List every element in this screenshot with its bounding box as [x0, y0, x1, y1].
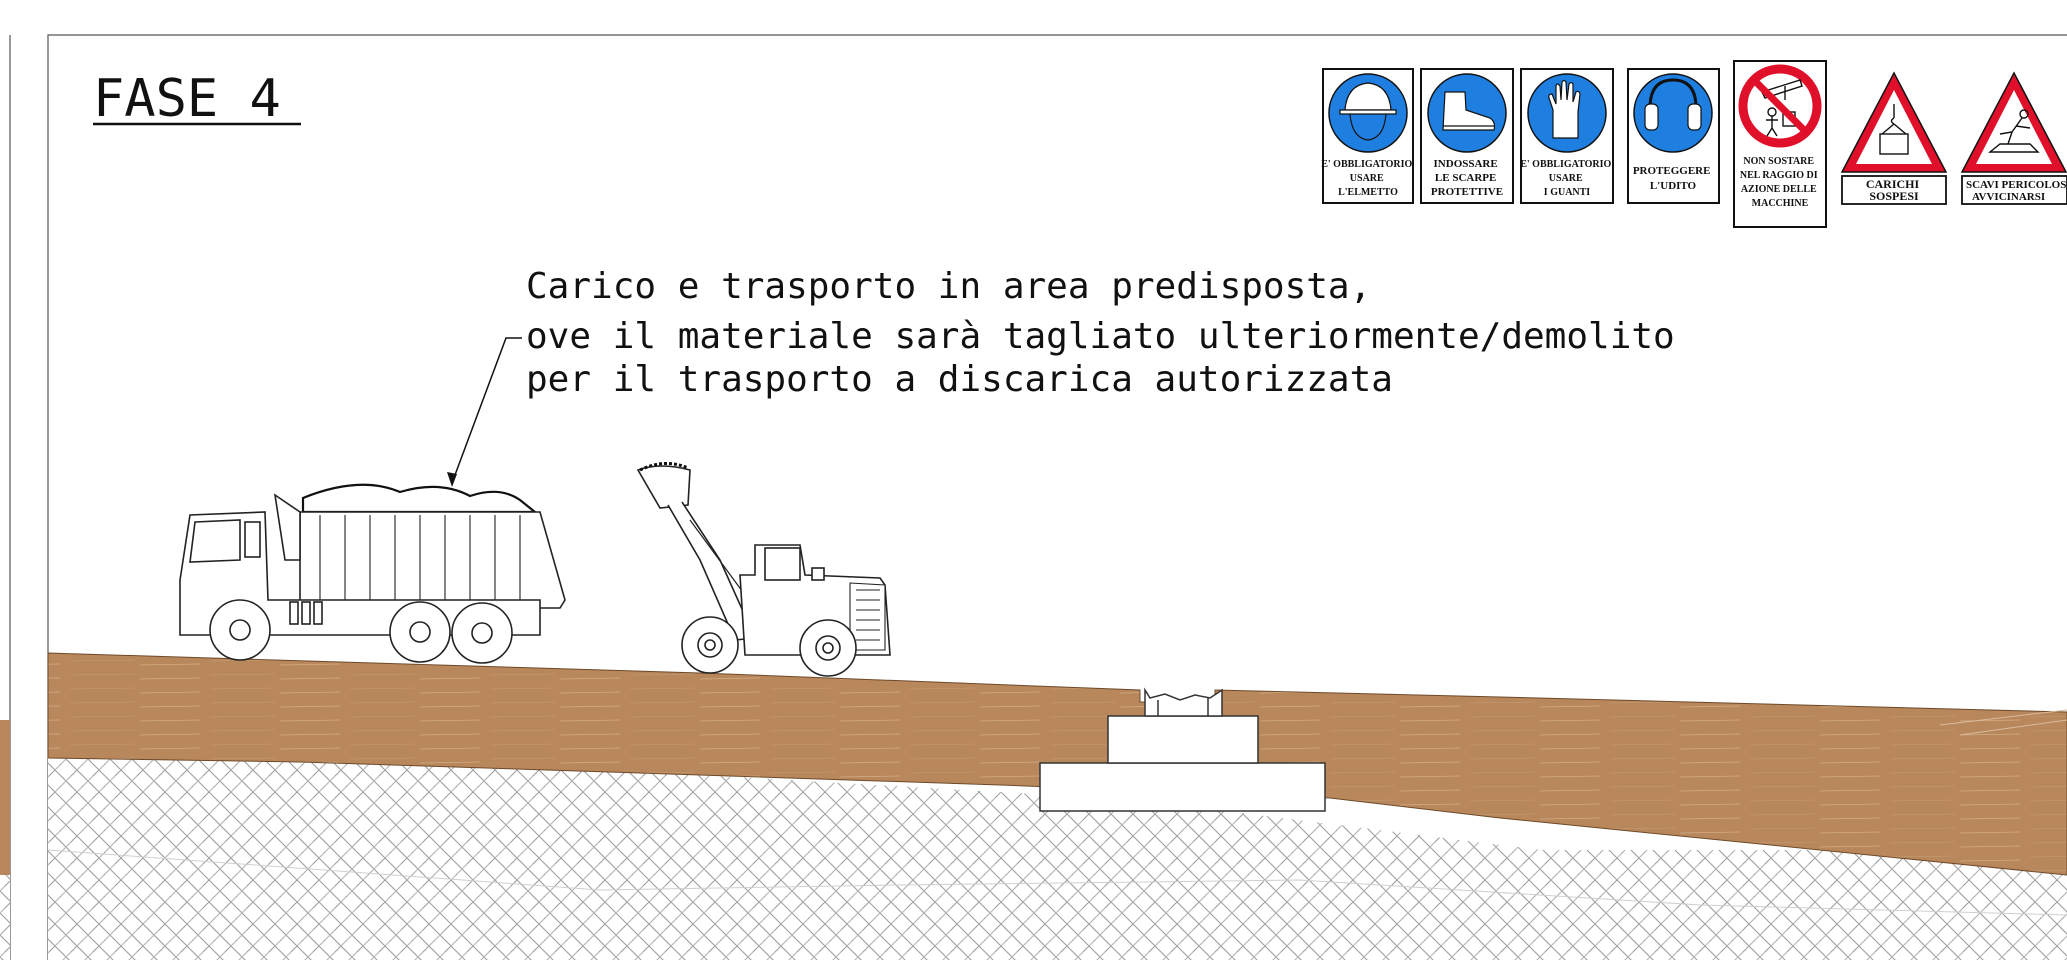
svg-text:CARICHI SOSPESI: CARICHI SOSPESI	[1866, 177, 1922, 203]
left-panel-gravel	[0, 875, 10, 960]
loader-cab-window	[764, 547, 801, 581]
truck-dump-body	[299, 511, 566, 609]
foundation-remains	[1039, 687, 1326, 812]
sign-text-line: NON SOSTARE	[1743, 156, 1814, 167]
prohibition-slash	[1751, 77, 1809, 135]
dump-truck	[179, 483, 566, 664]
svg-text:E' OBBLIGATORIO USARE: E' OBBLIGATORIO USARE I GUANTI	[1520, 159, 1614, 198]
sign-dangerous-excavations: SCAVI PERICOLOSI AVVICINARSI	[1960, 71, 2067, 205]
sign-text-line: E' OBBLIGATORIO	[1321, 159, 1412, 170]
truck-headboard	[273, 493, 301, 561]
sign-text-line: SOSPESI	[1869, 189, 1919, 203]
svg-text:PROTEGGERE L'UDITO: PROTEGGERE L'UDITO	[1633, 165, 1713, 192]
phase-title-group: FASE 4	[93, 69, 301, 129]
excavation-icon	[1988, 109, 2040, 153]
sign-text-line: MACCHINE	[1752, 198, 1809, 209]
sign-text-line: CARICHI	[1866, 177, 1920, 191]
sign-text-line: I GUANTI	[1544, 187, 1591, 198]
sign-text-line: USARE	[1549, 173, 1583, 184]
truck-cab-window	[189, 519, 241, 563]
loader-bucket	[636, 465, 691, 509]
sign-text-line: L'UDITO	[1650, 180, 1697, 192]
safety-signs-row: E' OBBLIGATORIO USARE L'ELMETTO INDOSSAR…	[1321, 60, 2067, 228]
frame-border	[47, 34, 2067, 960]
sign-text-line: E' OBBLIGATORIO	[1520, 159, 1611, 170]
annotation-note: Carico e trasporto in area predisposta, …	[447, 266, 1675, 487]
sign-text-line: NEL RAGGIO DI	[1740, 170, 1818, 181]
leader-arrowhead	[447, 472, 457, 487]
warning-triangle-inner	[1976, 90, 2052, 164]
truck-cab-chassis	[179, 511, 541, 636]
sign-text-line: SCAVI PERICOLOSI	[1966, 179, 2067, 191]
truck-door-window	[244, 521, 261, 558]
helmet-icon	[1339, 82, 1397, 141]
sign-no-standing: NON SOSTARE NEL RAGGIO DI AZIONE DELLE M…	[1733, 60, 1827, 228]
svg-text:INDOSSARE LE SCARPE: INDOSSARE LE SCARPE PROTETTIVE	[1431, 158, 1503, 198]
ear-protection-icon	[1644, 78, 1702, 131]
foundation-middle-block	[1107, 715, 1259, 764]
sign-text-line: PROTEGGERE	[1633, 165, 1711, 177]
sign-label-box	[1841, 175, 1947, 205]
sign-helmet: E' OBBLIGATORIO USARE L'ELMETTO	[1321, 68, 1415, 204]
glove-icon	[1548, 79, 1581, 139]
sign-gloves: E' OBBLIGATORIO USARE I GUANTI	[1520, 68, 1614, 204]
sign-text-line: L'ELMETTO	[1338, 187, 1398, 198]
sign-label-box	[1961, 175, 2067, 205]
broken-pillar-stub	[1144, 687, 1223, 717]
gravel-layer-deep	[48, 850, 2067, 960]
sign-text-line: AZIONE DELLE	[1741, 184, 1817, 195]
annotation-line-3: per il trasporto a discarica autorizzata	[526, 359, 1393, 400]
phase-title: FASE 4	[93, 69, 281, 129]
suspended-load-icon	[1879, 104, 1909, 155]
foundation-base-block	[1039, 762, 1326, 812]
sign-text-line: PROTETTIVE	[1431, 186, 1503, 198]
annotation-line-1: Carico e trasporto in area predisposta,	[526, 266, 1371, 307]
leader-line	[451, 337, 522, 484]
sign-text-line: AVVICINARSI	[1972, 191, 2045, 203]
warning-triangle-inner	[1856, 90, 1932, 164]
sign-suspended-loads: CARICHI SOSPESI	[1840, 71, 1948, 205]
truck-load-debris	[301, 483, 539, 514]
svg-text:NON SOSTARE NEL RAGGIO: NON SOSTARE NEL RAGGIO DI AZIONE DELLE M…	[1740, 156, 1820, 209]
sign-text-line: INDOSSARE	[1434, 158, 1498, 170]
sign-boots: INDOSSARE LE SCARPE PROTETTIVE	[1420, 68, 1514, 204]
boot-icon	[1442, 91, 1496, 131]
svg-text:E' OBBLIGATORIO USARE: E' OBBLIGATORIO USARE L'ELMETTO	[1321, 159, 1415, 198]
wheel-loader	[636, 462, 891, 677]
sign-text-line: LE SCARPE	[1435, 172, 1496, 184]
sign-text-line: USARE	[1350, 173, 1384, 184]
left-panel-soil	[0, 720, 10, 875]
sign-ear-protection: PROTEGGERE L'UDITO	[1627, 68, 1720, 204]
svg-text:SCAVI PERICOLOSI AVVIC: SCAVI PERICOLOSI AVVICINARSI	[1966, 179, 2067, 203]
annotation-line-2: ove il materiale sarà tagliato ulteriorm…	[526, 316, 1675, 357]
